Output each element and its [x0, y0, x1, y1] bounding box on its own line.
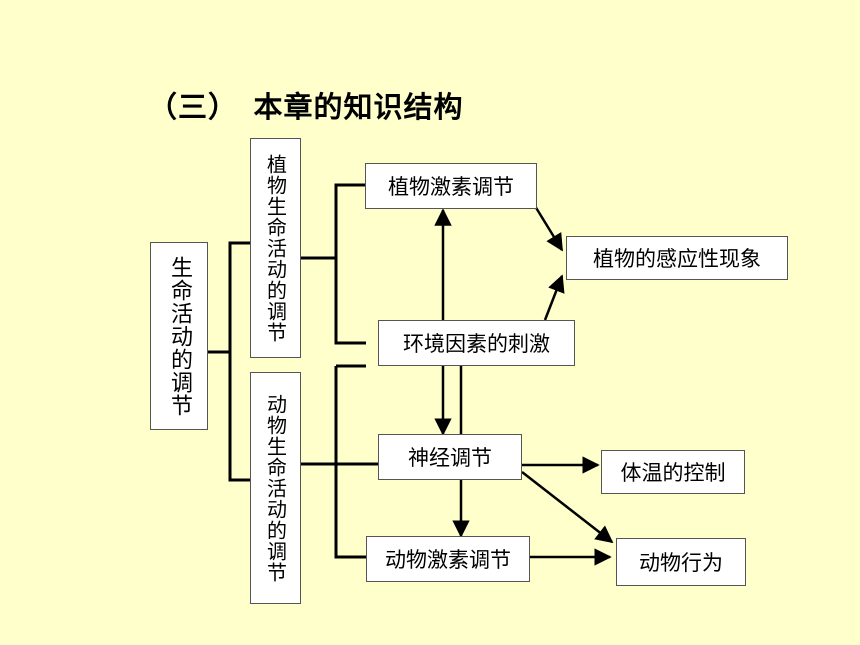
plant-hormone-node: 植物激素调节 — [365, 163, 537, 209]
nerve-behavior-arrow — [521, 471, 614, 544]
body-temp-node: 体温的控制 — [601, 450, 745, 494]
environment-node: 环境因素的刺激 — [378, 320, 575, 366]
animal-hormone-node: 动物激素调节 — [366, 536, 530, 582]
root-node: 生命活动的调节 — [150, 242, 208, 430]
page-title: （三） 本章的知识结构 — [148, 90, 464, 124]
animal-bracket — [301, 364, 378, 559]
plant-response-node: 植物的感应性现象 — [566, 236, 788, 280]
animal-behavior-node: 动物行为 — [616, 538, 746, 586]
root-bracket — [208, 241, 252, 482]
animal-regulation-node: 动物生命活动的调节 — [250, 372, 301, 604]
plant-hormone-response-arrow — [533, 205, 564, 252]
plant-bracket — [301, 183, 366, 345]
env-response-arrow — [543, 274, 565, 321]
plant-regulation-node: 植物生命活动的调节 — [250, 138, 301, 358]
nerve-node: 神经调节 — [378, 434, 522, 480]
